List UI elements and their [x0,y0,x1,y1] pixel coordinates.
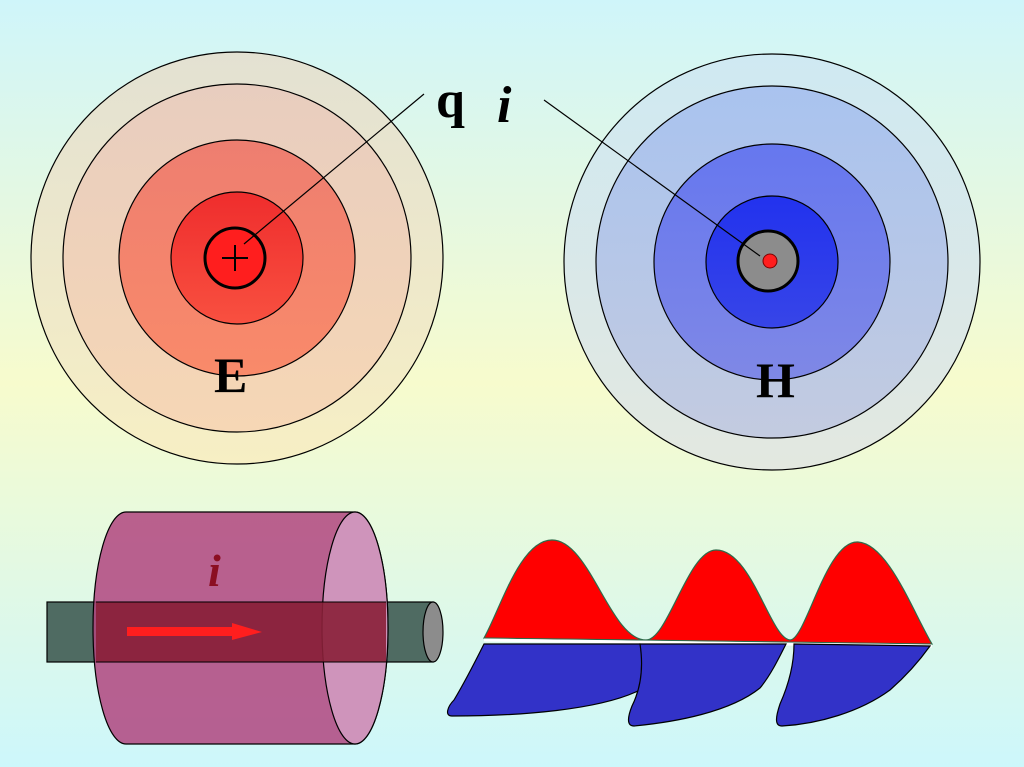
charge-label: q [436,72,465,129]
wire-cross-section-icon [736,229,800,293]
current-label-top: i [497,77,512,134]
conductor-rod-end [422,601,444,663]
magnetic-field-label: H [756,352,795,408]
magnetic-wave-lobe-2 [627,643,787,727]
electromagnetic-wave [446,539,934,727]
current-pointer-line [543,99,761,257]
charge-plus-icon [203,226,267,290]
electric-wave-lobes [482,539,934,645]
conductor-cylinder-illustration: i [46,511,444,745]
conductor-current-label: i [208,545,221,596]
current-arrow-icon [127,623,262,640]
magnetic-wave-lobe-3 [775,643,932,727]
electric-field-label: E [214,347,247,403]
charge-pointer-line [243,93,425,245]
